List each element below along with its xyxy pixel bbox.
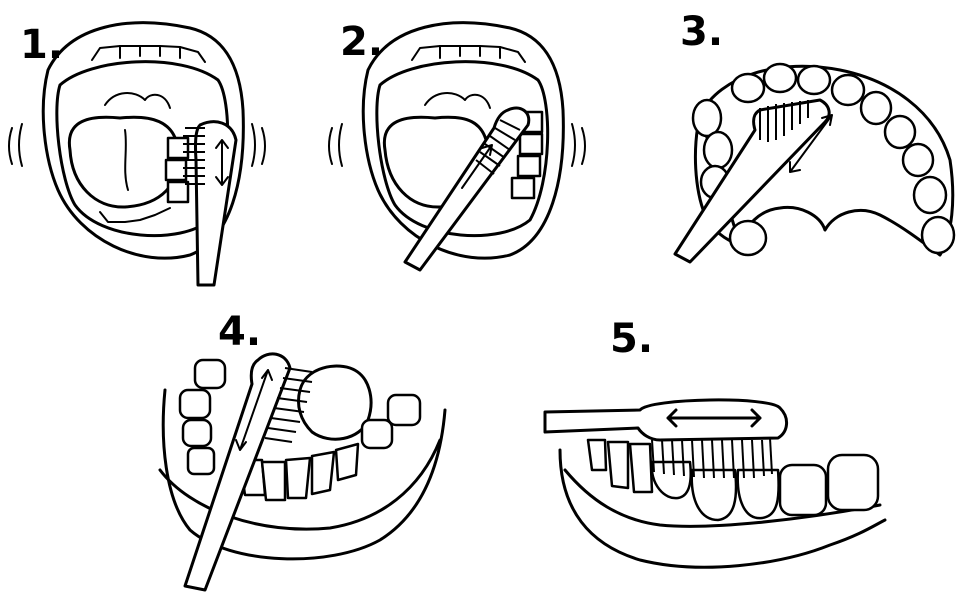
step-2-toothbrush [405,108,529,270]
step-4-tongue [299,366,371,439]
step-1-toothbrush [183,122,236,285]
step-1-upper-teeth [92,46,205,62]
step-1-uvula [105,93,170,108]
step-1-illustration: 1. [9,22,265,285]
step-1-tooth [168,138,188,158]
step-4-label: 4. [218,309,261,355]
step-1-lower-teeth [100,208,170,222]
step-2-illustration: 2. [329,19,585,270]
step-5-label: 5. [610,316,653,362]
step-4-illustration: 4. [160,309,445,590]
step-5-illustration: 5. [545,316,885,567]
step-3-illustration: 3. [675,9,954,262]
step-1-tongue [69,117,178,207]
step-3-label: 3. [680,9,723,55]
step-1-label: 1. [20,22,63,68]
